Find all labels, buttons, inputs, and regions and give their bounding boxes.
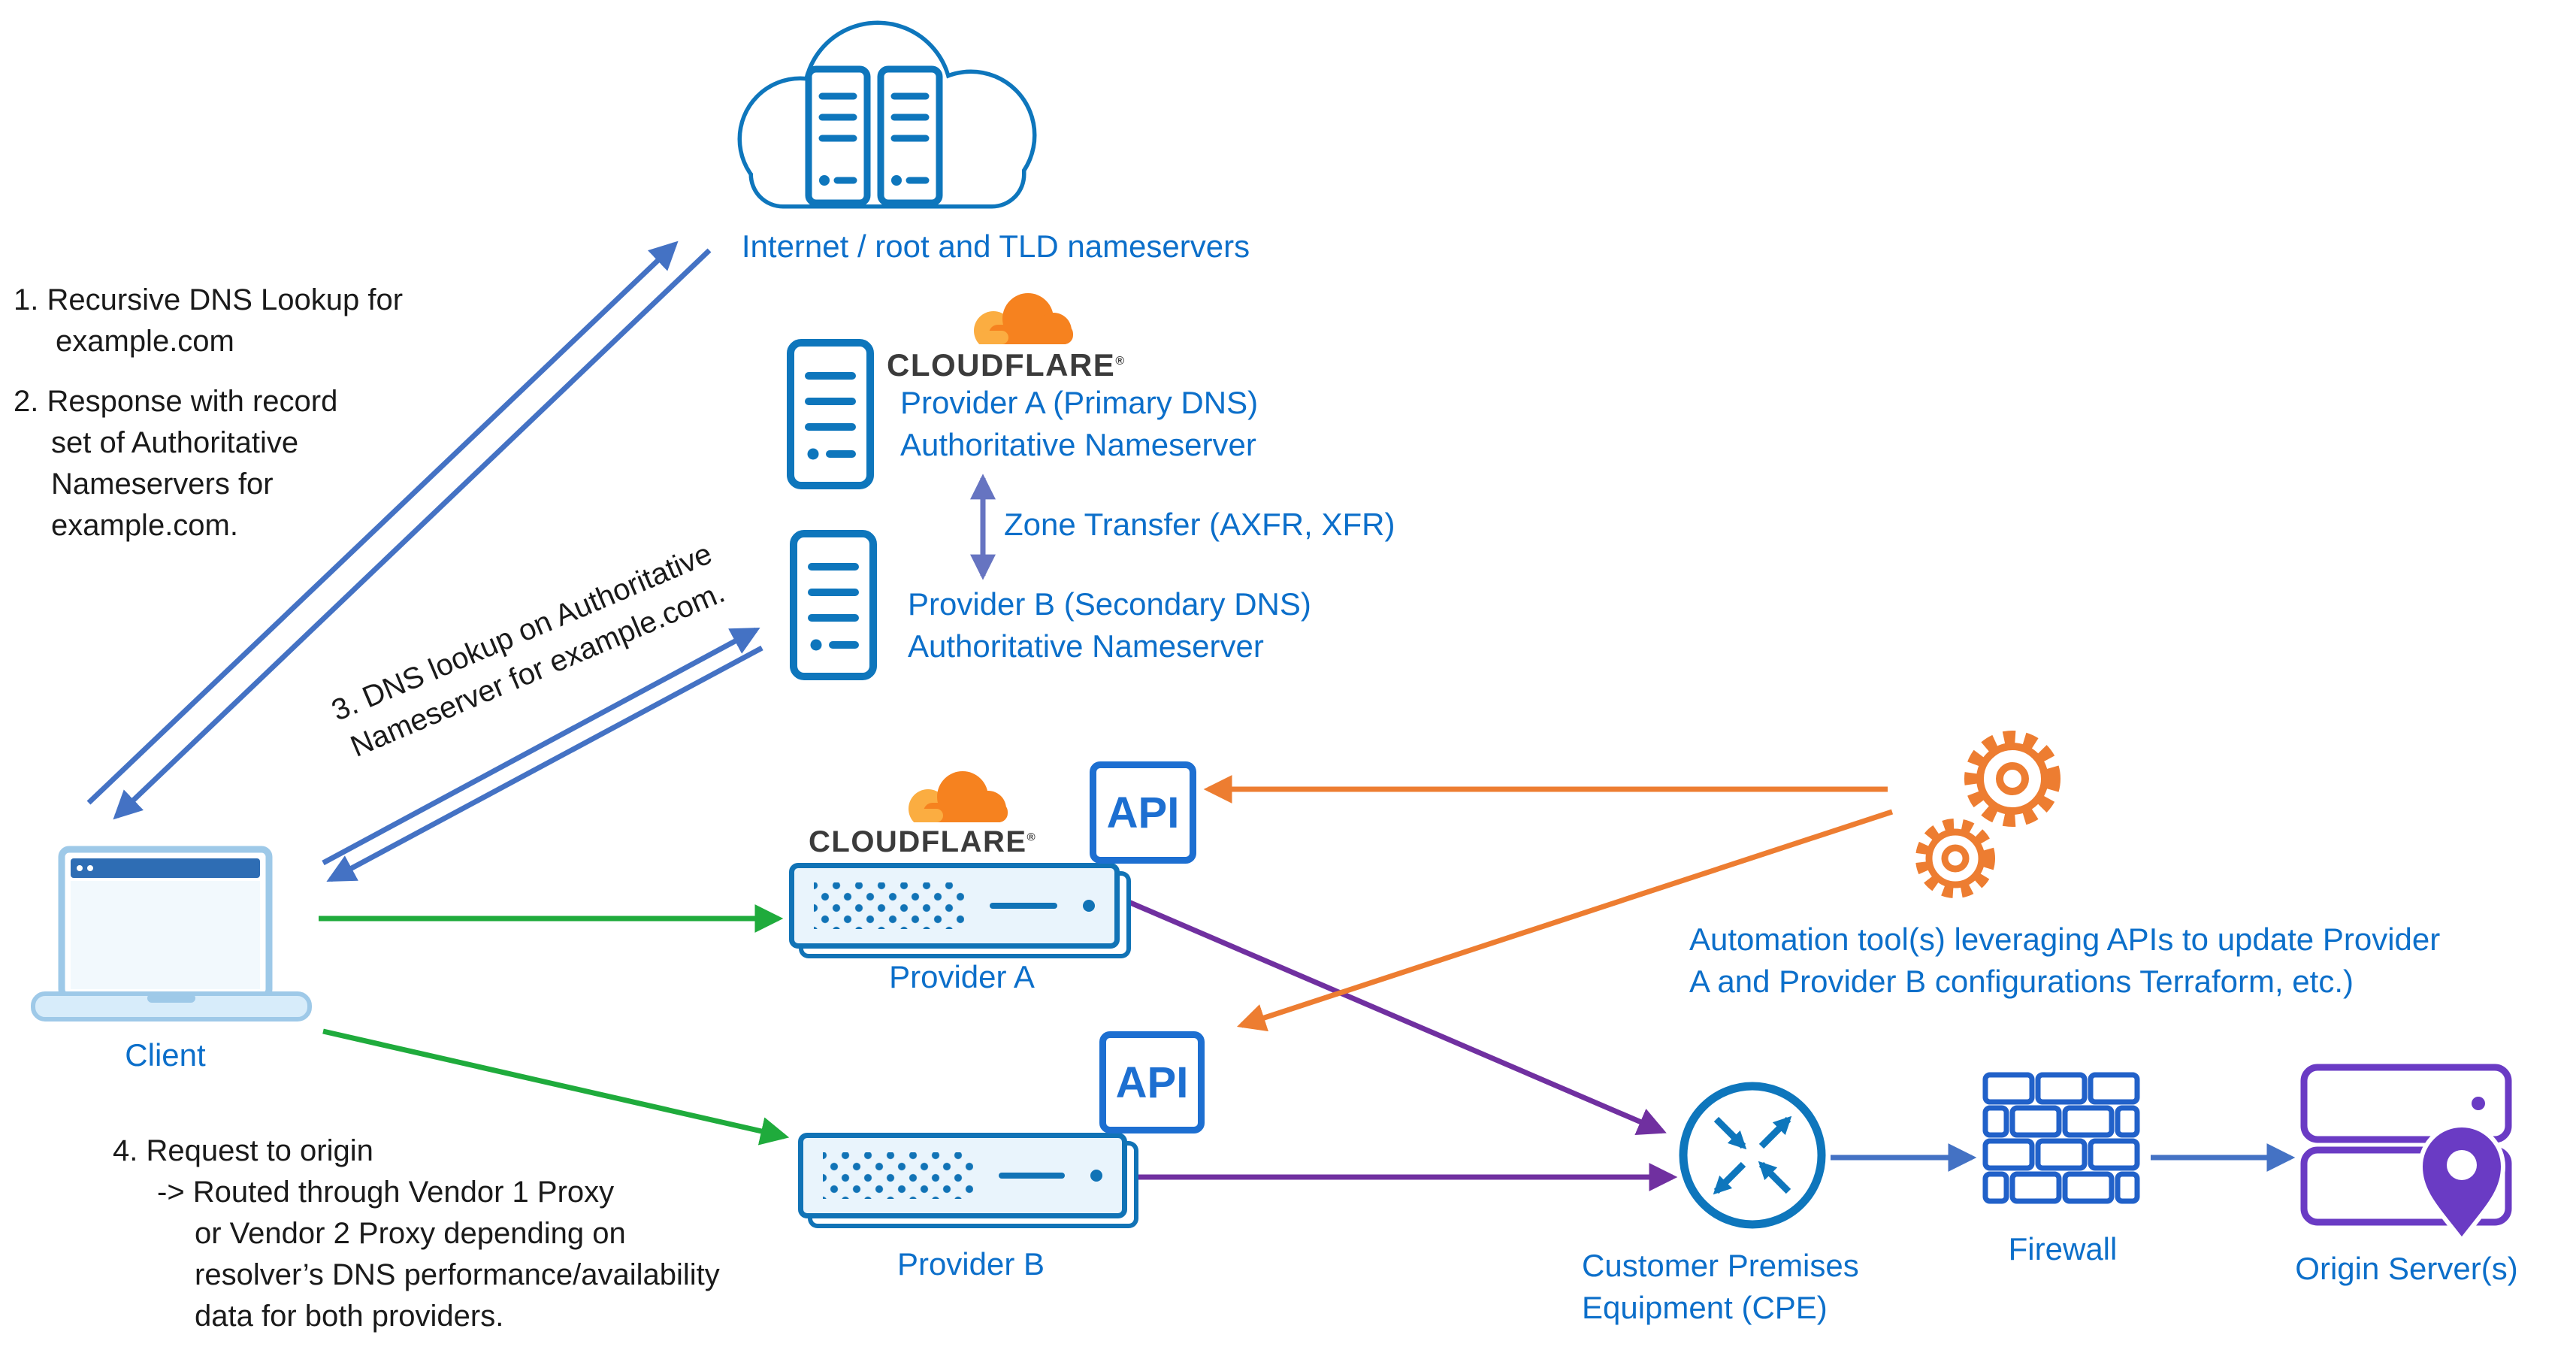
root-nameserver-rack-icon <box>805 65 871 207</box>
step4-line4: resolver’s DNS performance/availability <box>195 1258 720 1291</box>
arrow-ns-response <box>113 248 712 820</box>
step2-line2: set of Authoritative <box>51 426 299 459</box>
provider-a-api-box: API <box>1090 761 1196 864</box>
cloudflare-logo-proxy-icon <box>903 771 1017 839</box>
firewall-label: Firewall <box>2008 1231 2118 1267</box>
internet-cloud-icon <box>737 20 1037 209</box>
automation-gears-icon <box>1915 731 2060 898</box>
origin-label: Origin Server(s) <box>2295 1251 2518 1286</box>
step1-line1: 1. Recursive DNS Lookup for <box>14 283 404 316</box>
provider-b-proxy-appliance <box>798 1133 1127 1218</box>
provider-a-ns-line1: Provider A (Primary DNS) <box>900 385 1259 420</box>
cpe-router-icon <box>1679 1082 1826 1229</box>
step4-line2: -> Routed through Vendor 1 Proxy <box>157 1176 615 1209</box>
provider-b-ns-label: Provider B (Secondary DNS) Authoritative… <box>908 583 1311 667</box>
step2-text: 2. Response with record set of Authorita… <box>14 381 337 546</box>
client-label: Client <box>125 1037 206 1073</box>
step1-text: 1. Recursive DNS Lookup for example.com <box>14 280 403 362</box>
provider-b-api-box: API <box>1099 1031 1205 1133</box>
cpe-line2: Equipment (CPE) <box>1582 1290 1828 1325</box>
step2-line3: Nameservers for <box>51 468 274 501</box>
cloudflare-wordmark-proxy: CLOUDFLARE® <box>809 825 1036 859</box>
provider-b-ns-line1: Provider B (Secondary DNS) <box>908 586 1311 622</box>
location-pin-icon <box>2417 1123 2506 1244</box>
cloudflare-brand-text: CLOUDFLARE <box>809 825 1027 858</box>
step4-line3: or Vendor 2 Proxy depending on <box>195 1217 626 1250</box>
tld-nameserver-rack-icon <box>877 65 943 207</box>
zone-transfer-label: Zone Transfer (AXFR, XFR) <box>1004 507 1395 542</box>
arrow-authoritative-response <box>326 645 763 882</box>
firewall-icon <box>1982 1072 2140 1204</box>
provider-a-ns-line2: Authoritative Nameserver <box>900 427 1256 462</box>
arrow-automation-api-b <box>1236 809 1894 1032</box>
provider-a-proxy-appliance <box>789 863 1120 949</box>
provider-a-nameserver-icon <box>787 339 874 489</box>
automation-line1: Automation tool(s) leveraging APIs to up… <box>1689 922 2441 957</box>
vent-dots <box>823 1152 973 1199</box>
status-led <box>1090 1170 1102 1182</box>
arrow-recursive-lookup <box>86 241 679 805</box>
provider-b-proxy-label: Provider B <box>896 1246 1045 1282</box>
origin-servers-icon <box>2300 1064 2512 1244</box>
step4-line5: data for both providers. <box>195 1300 504 1333</box>
arrow-client-provider-b <box>322 1028 790 1146</box>
provider-a-ns-label: Provider A (Primary DNS) Authoritative N… <box>900 382 1258 466</box>
step2-line1: 2. Response with record <box>14 385 338 418</box>
status-led <box>1083 900 1095 912</box>
internet-label: Internet / root and TLD nameservers <box>741 229 1250 264</box>
status-line <box>990 903 1057 909</box>
provider-a-proxy-label: Provider A <box>889 959 1035 994</box>
cpe-line1: Customer Premises <box>1582 1248 1859 1283</box>
arrow-authoritative-query <box>322 627 760 866</box>
arrow-provider-a-cpe <box>1127 899 1667 1135</box>
cloudflare-wordmark-top: CLOUDFLARE® <box>887 347 1126 383</box>
step4-line1: 4. Request to origin <box>113 1134 373 1167</box>
provider-b-nameserver-icon <box>790 530 877 680</box>
status-line <box>999 1173 1065 1179</box>
automation-line2: A and Provider B configurations Terrafor… <box>1689 964 2354 999</box>
step2-line4: example.com. <box>51 509 238 542</box>
vent-dots <box>814 882 964 929</box>
provider-b-ns-line2: Authoritative Nameserver <box>908 628 1264 664</box>
step4-text: 4. Request to origin -> Routed through V… <box>113 1130 720 1337</box>
client-laptop-icon <box>31 846 312 1021</box>
registered-mark: ® <box>1115 355 1126 368</box>
cloudflare-brand-text: CLOUDFLARE <box>887 347 1116 383</box>
automation-label: Automation tool(s) leveraging APIs to up… <box>1689 919 2440 1003</box>
cpe-label: Customer Premises Equipment (CPE) <box>1582 1245 1859 1329</box>
registered-mark: ® <box>1026 831 1037 844</box>
cloudflare-logo-top-icon <box>968 293 1082 361</box>
step1-line2: example.com <box>56 325 234 358</box>
